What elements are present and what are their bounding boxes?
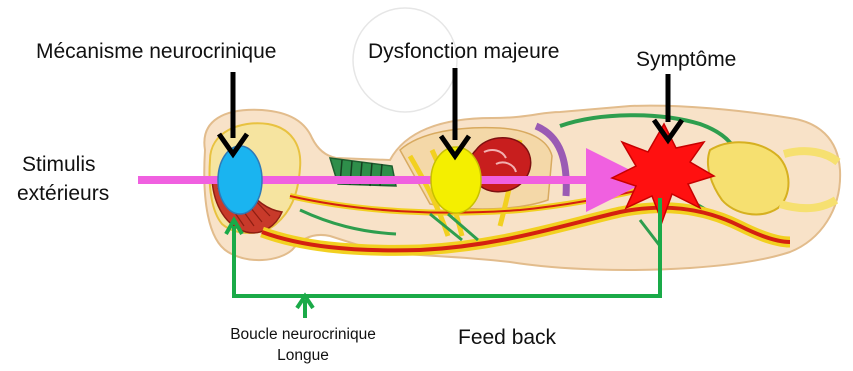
mechanism-label: Mécanisme neurocrinique — [36, 40, 276, 64]
stimuli-label-line1: Stimulis — [22, 153, 96, 177]
mechanism-node — [218, 146, 262, 214]
symptom-label: Symptôme — [636, 48, 736, 72]
loop-label-line2: Longue — [198, 347, 408, 365]
stimuli-label-line2: extérieurs — [17, 182, 109, 206]
feedback-label: Feed back — [458, 326, 556, 350]
loop-label-line1: Boucle neurocrinique — [198, 326, 408, 344]
dysfunction-label: Dysfonction majeure — [368, 40, 559, 64]
body-illustration — [204, 106, 840, 270]
